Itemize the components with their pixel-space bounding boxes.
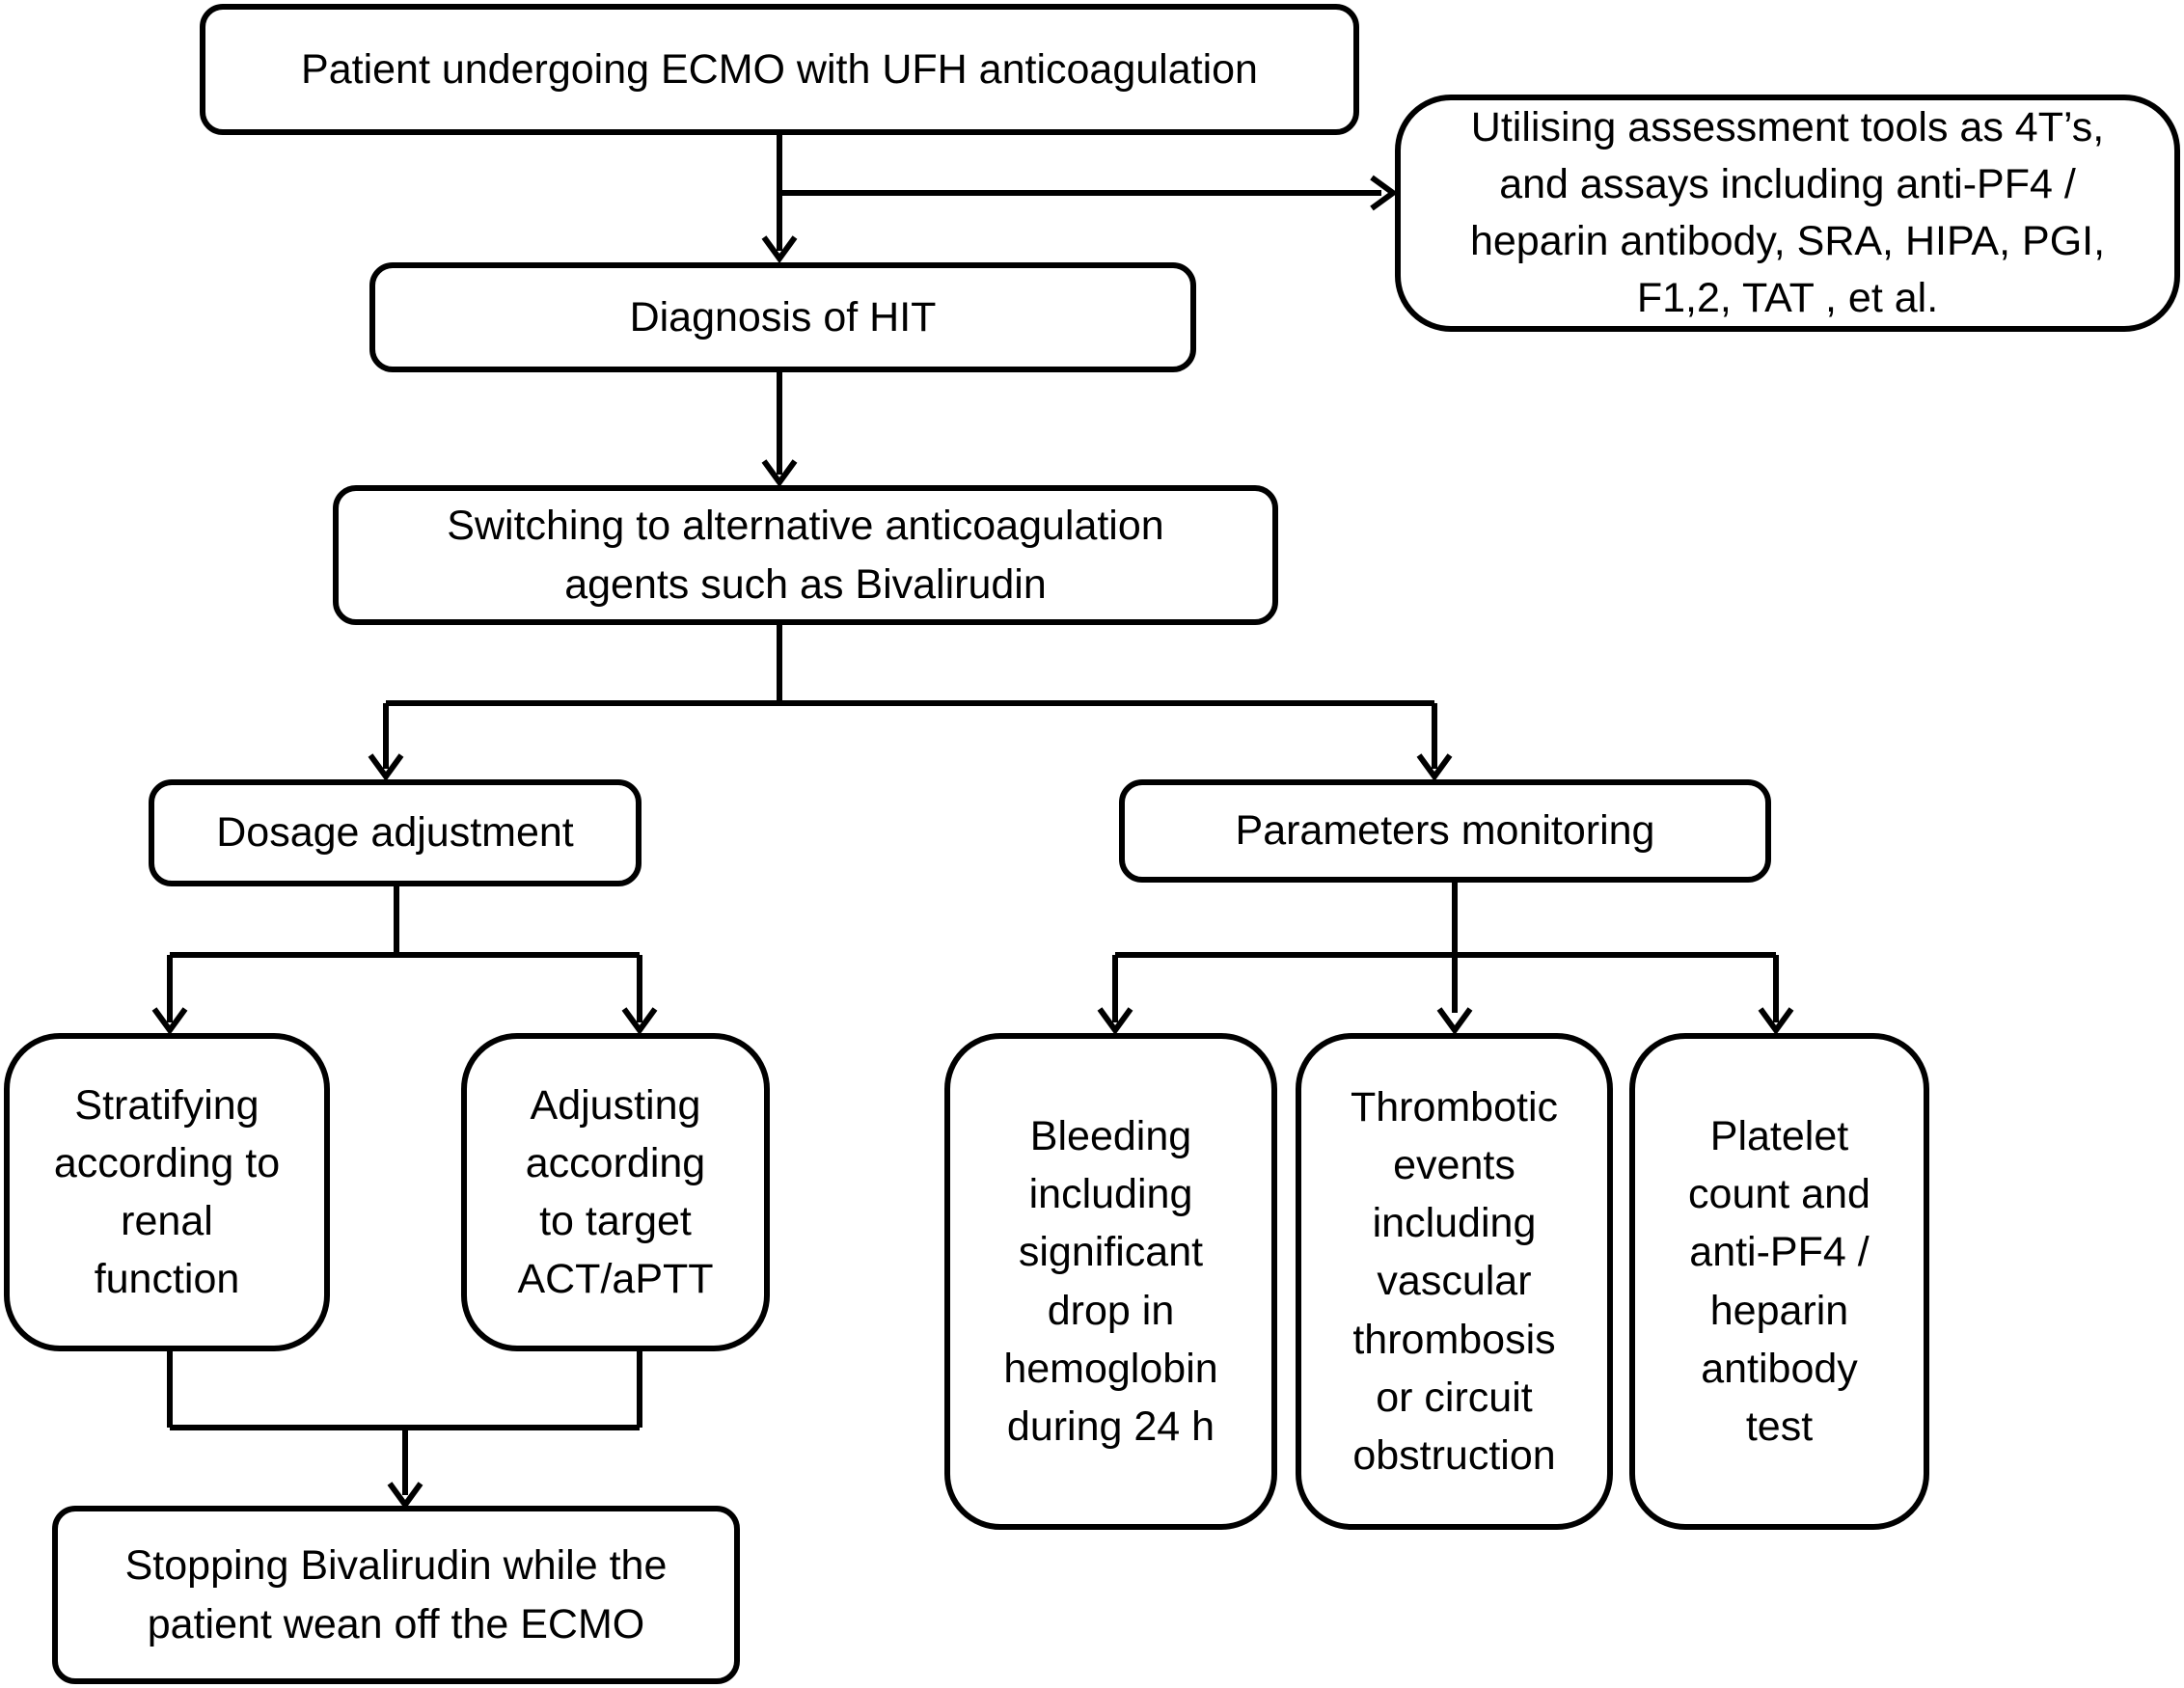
stopping-bivalirudin-text: Stopping Bivalirudin while the patient w… [124,1542,668,1647]
arrowhead-monitoring [1416,753,1453,782]
diagnosis-hit-text: Diagnosis of HIT [629,293,937,340]
switching-agents-text: Switching to alternative anticoagulation… [447,503,1164,608]
assessment-tools-box: Utilising assessment tools as 4T’s, and … [1395,95,2180,332]
platelet-count-text: Platelet count and anti-PF4 / heparin an… [1688,1112,1870,1450]
adjusting-target-box: Adjusting according to target ACT/aPTT [461,1033,770,1351]
arrowhead-stopping [387,1482,423,1511]
switching-agents-box: Switching to alternative anticoagulation… [333,485,1278,625]
stratifying-renal-text: Stratifying according to renal function [53,1081,281,1303]
adjusting-target-text: Adjusting according to target ACT/aPTT [517,1081,714,1303]
assessment-tools-text: Utilising assessment tools as 4T’s, and … [1469,104,2106,321]
arrowhead-adjusting [621,1007,658,1036]
ecmo-patient-text: Patient undergoing ECMO with UFH anticoa… [301,45,1258,93]
stratifying-renal-box: Stratifying according to renal function [4,1033,330,1351]
ecmo-patient-box: Patient undergoing ECMO with UFH anticoa… [200,4,1359,135]
stopping-bivalirudin-box: Stopping Bivalirudin while the patient w… [52,1506,740,1684]
arrowhead-switching [761,459,798,488]
arrowhead-bleeding [1097,1007,1133,1036]
arrowhead-thrombotic [1436,1007,1473,1036]
platelet-count-box: Platelet count and anti-PF4 / heparin an… [1629,1033,1929,1530]
bleeding-box: Bleeding including significant drop in h… [944,1033,1277,1530]
bleeding-text: Bleeding including significant drop in h… [1003,1112,1218,1450]
parameters-monitoring-box: Parameters monitoring [1119,779,1771,883]
dosage-adjustment-box: Dosage adjustment [149,779,642,886]
arrowhead-dosage [368,753,404,782]
parameters-monitoring-text: Parameters monitoring [1235,807,1655,855]
thrombotic-events-text: Thrombotic events including vascular thr… [1350,1083,1559,1479]
diagnosis-hit-box: Diagnosis of HIT [369,262,1196,372]
arrowhead-assessment [1370,175,1399,211]
dosage-adjustment-text: Dosage adjustment [216,809,574,857]
arrowhead-diagnosis [761,235,798,264]
arrowhead-platelet [1758,1007,1794,1036]
arrowhead-stratifying [151,1007,188,1036]
thrombotic-events-box: Thrombotic events including vascular thr… [1296,1033,1613,1530]
